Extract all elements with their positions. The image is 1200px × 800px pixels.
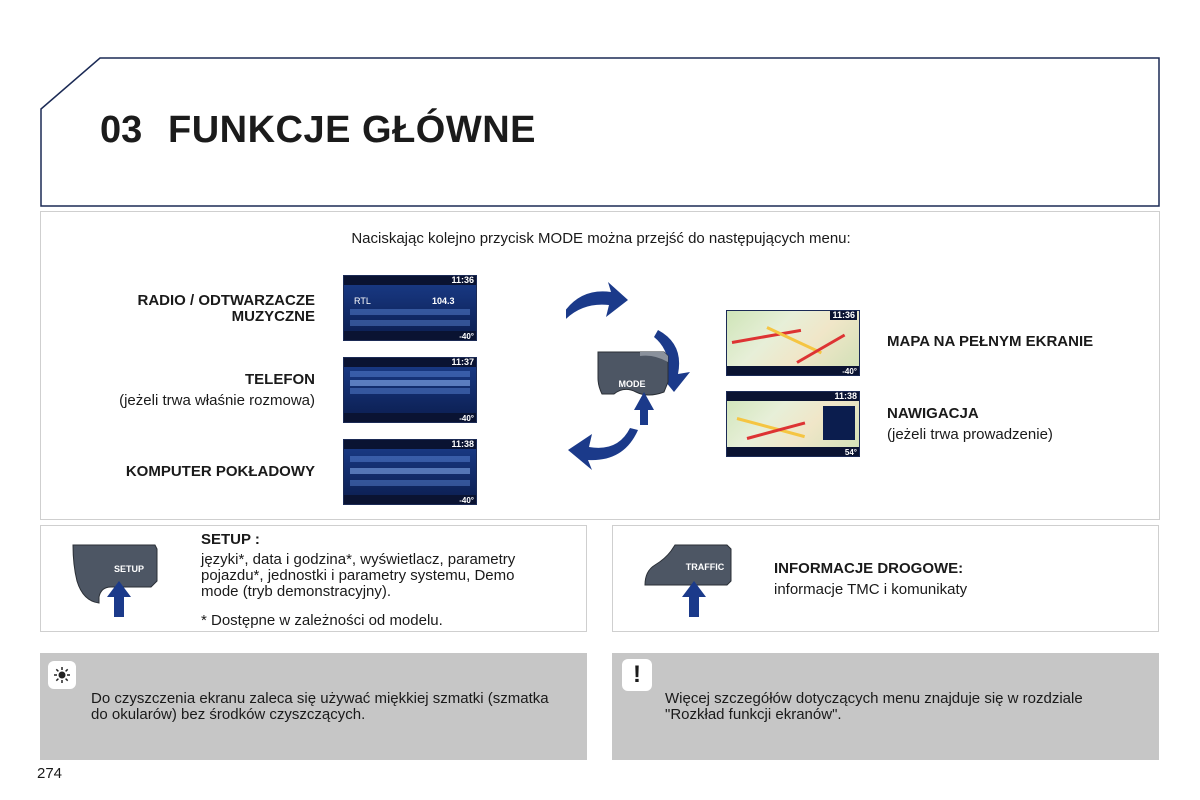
label-nav-subtitle: (jeżeli trwa prowadzenie) (887, 426, 1053, 443)
cycle-arrow-bottom (568, 428, 638, 470)
phone-screen: 11:37 -40° (343, 357, 477, 423)
details-warning-text: Więcej szczegółów dotyczących menu znajd… (665, 690, 1083, 723)
setup-press-arrow (107, 581, 131, 617)
details-warning: ! Więcej szczegółów dotyczących menu zna… (612, 653, 1159, 760)
traffic-box: TRAFFIC INFORMACJE DROGOWE: informacje T… (612, 525, 1159, 632)
mode-menu-panel: Naciskając kolejno przycisk MODE można p… (40, 211, 1160, 520)
radio-frequency: 104.3 (432, 296, 455, 306)
setup-button-shape (72, 544, 158, 604)
label-navigation: NAWIGACJA (jeżeli trwa prowadzenie) (887, 403, 1053, 445)
intro-text: Naciskając kolejno przycisk MODE można p… (351, 230, 851, 247)
trip-clock: 11:38 (451, 439, 474, 449)
cleaning-tip: Do czyszczenia ekranu zaleca się używać … (40, 653, 587, 760)
exclamation-icon: ! (622, 659, 652, 691)
chapter-number: 03 (100, 109, 143, 151)
traffic-description: informacje TMC i komunikaty (774, 581, 968, 598)
trip-computer-screen: 11:38 -40° (343, 439, 477, 505)
navigation-screen: 11:38 54° (726, 391, 860, 457)
nav-clock: 11:38 (834, 391, 857, 401)
traffic-button-shape (644, 544, 732, 586)
traffic-title: INFORMACJE DROGOWE: (774, 560, 964, 577)
map-clock: 11:36 (830, 310, 857, 320)
radio-clock: 11:36 (451, 275, 474, 285)
cleaning-tip-text: Do czyszczenia ekranu zaleca się używać … (91, 690, 549, 723)
phone-clock: 11:37 (451, 357, 474, 367)
radio-temp: -40° (459, 332, 474, 341)
phone-temp: -40° (459, 414, 474, 423)
mode-cycle-arrows: MODE (520, 282, 690, 470)
setup-button-label: SETUP (114, 564, 144, 574)
setup-footnote: * Dostępne w zależności od modelu. (201, 612, 443, 629)
traffic-button-graphic: TRAFFIC (644, 544, 732, 617)
label-trip-computer: KOMPUTER POKŁADOWY (81, 464, 315, 480)
cycle-arrow-top (558, 282, 628, 322)
setup-button-graphic: SETUP (72, 544, 158, 617)
header-frame (40, 57, 1160, 207)
setup-title: SETUP : (201, 531, 260, 548)
radio-screen: 11:36 RTL 104.3 -40° (343, 275, 477, 341)
radio-station: RTL (354, 296, 371, 306)
label-radio: RADIO / ODTWARZACZE MUZYCZNE (81, 292, 316, 325)
label-map-title: MAPA NA PEŁNYM EKRANIE (887, 333, 1094, 350)
label-phone-subtitle: (jeżeli trwa właśnie rozmowa) (119, 392, 315, 409)
nav-temp: 54° (844, 448, 857, 457)
page-number: 274 (37, 765, 63, 782)
trip-temp: -40° (459, 496, 474, 505)
map-temp: -40° (842, 367, 857, 376)
mode-press-arrow (634, 392, 654, 425)
setup-box: SETUP SETUP : języki*, data i godzina*, … (40, 525, 587, 632)
label-full-map: MAPA NA PEŁNYM EKRANIE (887, 331, 1093, 352)
sun-icon (48, 661, 76, 689)
full-map-screen: 11:36 -40° (726, 310, 860, 376)
label-phone: TELEFON (jeżeli trwa właśnie rozmowa) (81, 372, 315, 409)
mode-button-label: MODE (619, 379, 646, 389)
chapter-header: 03 FUNKCJE GŁÓWNE (40, 57, 1160, 207)
traffic-press-arrow (682, 581, 706, 617)
label-phone-title: TELEFON (245, 371, 315, 388)
mode-button-shape (597, 351, 669, 396)
label-radio-title: RADIO / ODTWARZACZE MUZYCZNE (137, 292, 316, 325)
mode-cycle: MODE (520, 282, 736, 472)
label-trip-title: KOMPUTER POKŁADOWY (125, 463, 315, 480)
label-nav-title: NAWIGACJA (887, 405, 979, 422)
traffic-button-label: TRAFFIC (686, 562, 725, 572)
chapter-title: FUNKCJE GŁÓWNE (168, 109, 536, 151)
setup-description: języki*, data i godzina*, wyświetlacz, p… (201, 551, 516, 600)
